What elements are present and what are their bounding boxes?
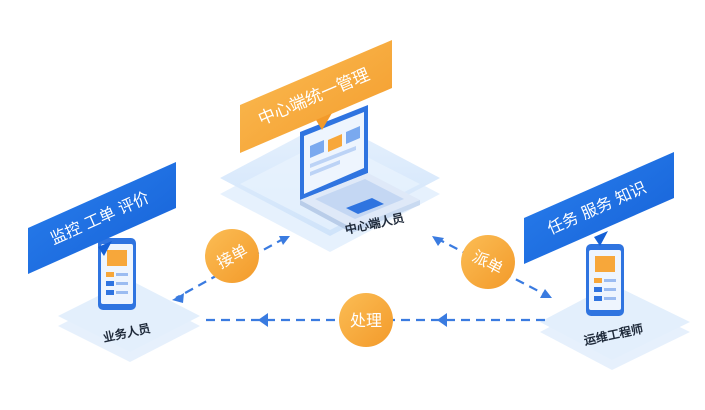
dispatch-badge: 派单	[461, 235, 515, 289]
accept-badge: 接单	[205, 229, 259, 283]
arrow-head-bottom-left	[258, 313, 268, 327]
arrow-head-left-down	[172, 293, 184, 303]
phone-icon-right	[586, 244, 624, 316]
arrow-heads	[172, 236, 552, 327]
left-platform	[58, 280, 200, 362]
right-banner: 任务 服务 知识	[524, 152, 674, 264]
left-banner: 监控 工单 评价	[28, 162, 176, 274]
arrow-head-left-up	[279, 236, 290, 245]
handle-label: 处理	[350, 311, 382, 330]
laptop-icon	[300, 105, 420, 233]
right-platform	[540, 284, 690, 370]
arrow-head-right-down	[540, 289, 552, 298]
handle-badge: 处理	[339, 293, 393, 347]
arrow-head-right-up	[432, 236, 444, 246]
arrow-head-bottom-right	[437, 313, 447, 327]
phone-icon-left	[98, 238, 136, 310]
